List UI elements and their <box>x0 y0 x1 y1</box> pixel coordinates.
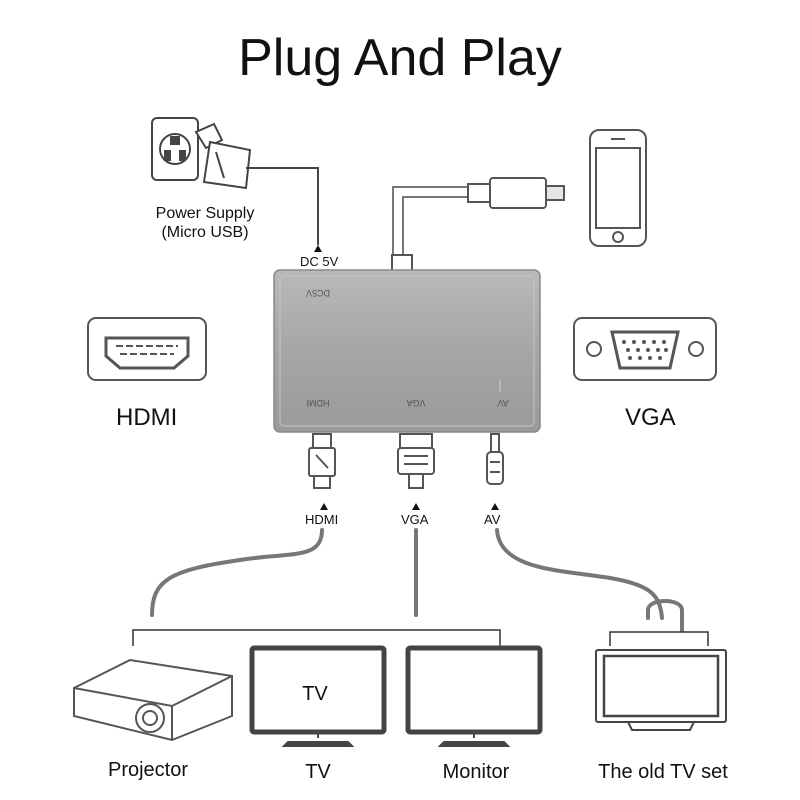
power-supply-label: Power Supply (Micro USB) <box>130 204 280 242</box>
distribution-bracket <box>132 629 709 646</box>
hdmi-connector-label: HDMI <box>305 512 339 527</box>
power-supply-line1: Power Supply <box>155 205 255 222</box>
hub-port-av-label: AV <box>497 398 508 408</box>
av-plug-icon <box>486 433 504 485</box>
monitor-label: Monitor <box>442 761 510 783</box>
vga-connector-label: VGA <box>401 512 429 527</box>
hub-port-hdmi-label: HDMI <box>307 398 330 408</box>
page-title: Plug And Play <box>238 29 562 87</box>
tv-screen-label: TV <box>302 683 328 705</box>
vga-side-label: VGA <box>625 404 676 431</box>
lightning-cable-icon <box>391 177 565 272</box>
adapter-hub <box>273 269 541 433</box>
arrow-markers <box>314 245 499 510</box>
hub-port-dc-label: DC5V <box>306 288 330 298</box>
hdmi-side-label: HDMI <box>116 404 178 431</box>
power-adapter-icon <box>194 122 319 245</box>
projector-icon <box>73 658 233 742</box>
old-tv-icon <box>595 649 727 731</box>
av-connector-label: AV <box>484 512 501 527</box>
projector-label: Projector <box>107 759 189 781</box>
old-tv-label: The old TV set <box>598 761 728 783</box>
dc-5v-label: DC 5V <box>300 254 339 269</box>
hdmi-plug-icon <box>308 433 336 489</box>
hdmi-port-icon <box>87 317 207 381</box>
hub-port-vga-label: VGA <box>406 398 425 408</box>
smartphone-icon <box>589 129 647 247</box>
tv-icon <box>249 645 387 747</box>
power-supply-line2: (Micro USB) <box>161 224 249 241</box>
monitor-icon <box>405 645 543 747</box>
vga-plug-icon <box>397 433 435 489</box>
cables <box>150 528 684 632</box>
vga-port-icon <box>573 317 717 381</box>
tv-label: TV <box>305 761 331 783</box>
power-socket-icon <box>151 117 199 181</box>
